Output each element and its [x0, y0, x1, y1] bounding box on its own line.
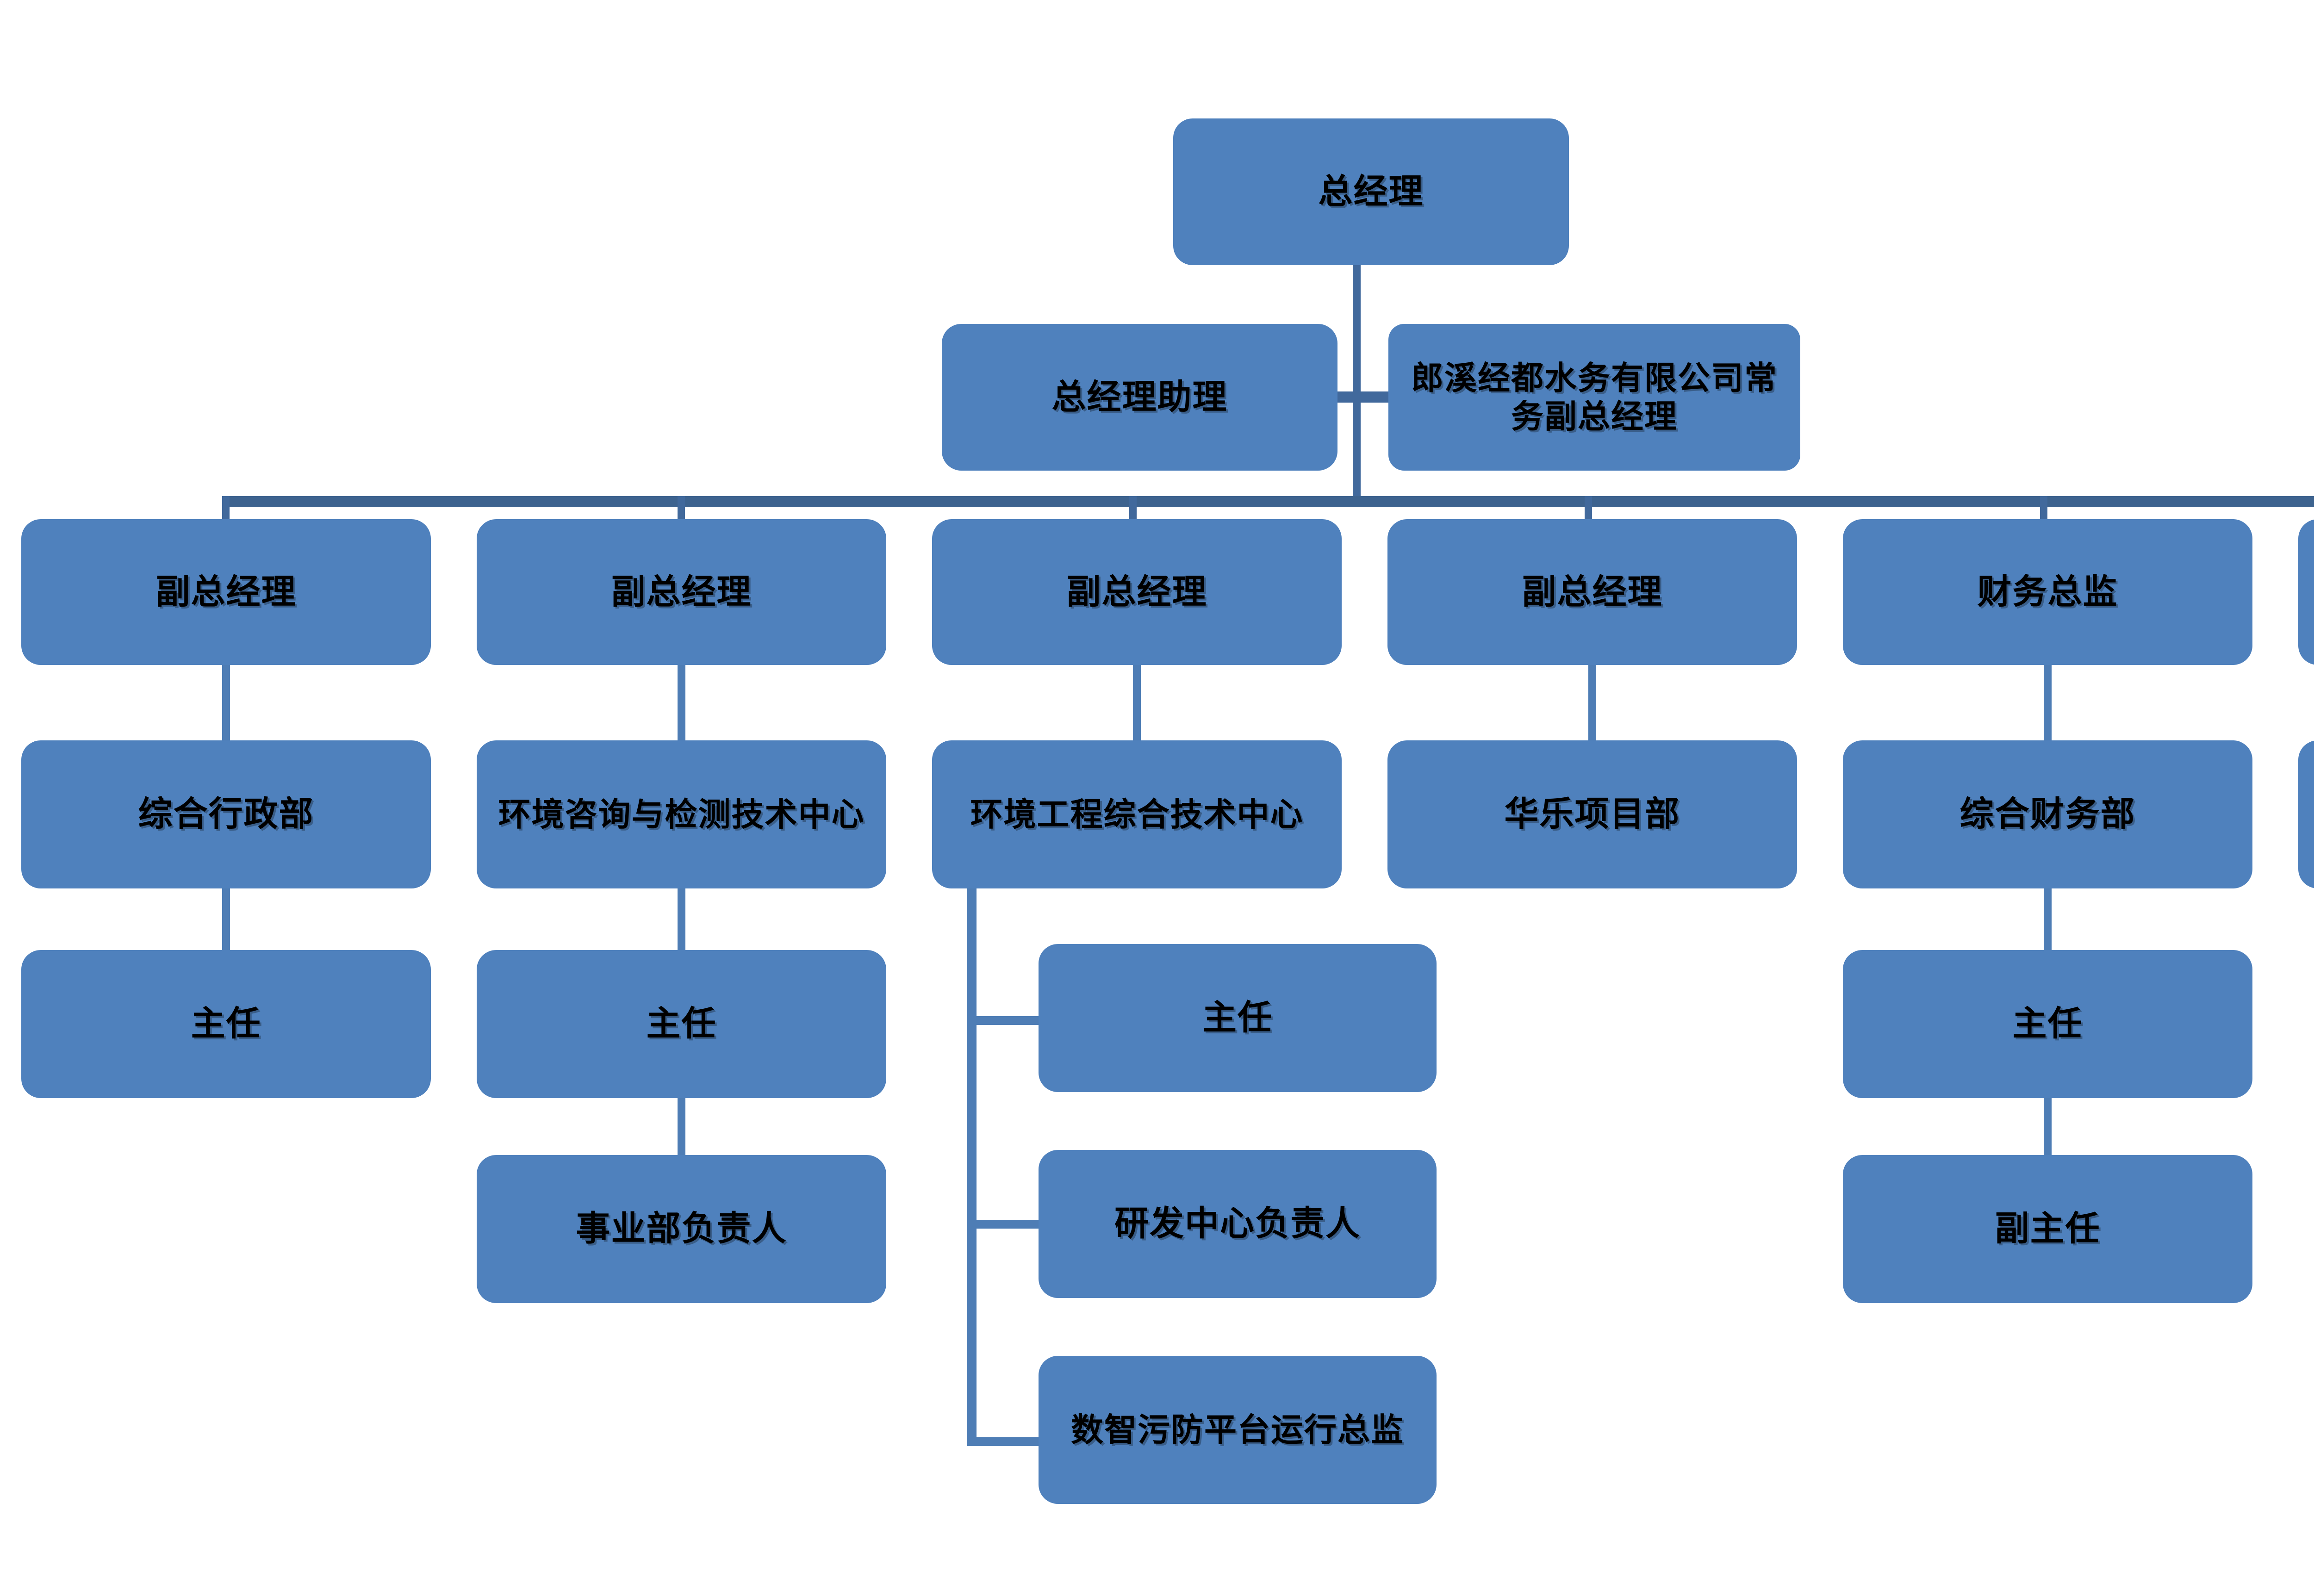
node-general-manager-label: 总经理: [1318, 171, 1424, 211]
node-department-env-engineering[interactable]: 环境工程综合技术中心: [932, 740, 1342, 888]
node-department-finance[interactable]: 综合财务部: [1843, 740, 2252, 888]
connector-col3-stub-2: [967, 1220, 1039, 1229]
node-col3-platform-director-label: 数智污防平台运行总监: [1071, 1410, 1404, 1449]
connector-dept2-director: [678, 888, 685, 950]
connector-col2-director-division: [678, 1098, 685, 1155]
drop-to-exec-2: [678, 496, 685, 520]
drop-to-exec-1: [222, 496, 230, 520]
node-executive-4[interactable]: 副总经理: [1387, 519, 1797, 665]
connector-gm-trunk: [1353, 265, 1361, 503]
connector-dept1-director: [222, 888, 230, 950]
node-executive-1[interactable]: 副总经理: [21, 519, 431, 665]
node-department-huale-project[interactable]: 华乐项目部: [1387, 740, 1797, 888]
node-department-admin-label: 综合行政部: [138, 794, 314, 834]
node-department-production-safety[interactable]: 生产安全总监: [2298, 740, 2314, 888]
node-col3-director[interactable]: 主任: [1039, 944, 1437, 1092]
node-department-admin[interactable]: 综合行政部: [21, 740, 431, 888]
node-executive-4-label: 副总经理: [1522, 571, 1663, 612]
node-col3-rnd-head[interactable]: 研发中心负责人: [1039, 1150, 1437, 1298]
node-col2-director-label: 主任: [646, 1004, 717, 1044]
node-col2-division-head-label: 事业部负责人: [576, 1209, 787, 1249]
node-department-huale-project-label: 华乐项目部: [1504, 794, 1680, 834]
drop-to-exec-4: [1585, 496, 1592, 520]
drop-to-exec-3: [1129, 496, 1137, 520]
node-col1-director-label: 主任: [191, 1004, 261, 1044]
connector-assistant-stub: [1337, 391, 1391, 403]
drop-to-exec-5: [2040, 496, 2047, 520]
node-col3-director-label: 主任: [1202, 998, 1273, 1038]
node-col2-director[interactable]: 主任: [477, 950, 886, 1098]
node-deputy-gm-langxi-label: 郎溪经都水务有限公司常务副总经理: [1411, 358, 1778, 435]
node-col5-director-label: 主任: [2012, 1004, 2083, 1044]
node-executive-3[interactable]: 副总经理: [932, 519, 1342, 665]
node-col5-deputy-director[interactable]: 副主任: [1843, 1155, 2252, 1303]
node-department-env-engineering-label: 环境工程综合技术中心: [970, 795, 1304, 833]
node-executive-2[interactable]: 副总经理: [477, 519, 886, 665]
node-department-finance-label: 综合财务部: [1959, 794, 2136, 834]
node-col3-platform-director[interactable]: 数智污防平台运行总监: [1039, 1356, 1437, 1504]
node-executive-2-label: 副总经理: [611, 571, 752, 612]
node-finance-director[interactable]: 财务总监: [1843, 519, 2252, 665]
connector-exec4-dept4: [1588, 665, 1596, 740]
connector-exec5-dept5: [2044, 665, 2052, 740]
node-col5-director[interactable]: 主任: [1843, 950, 2252, 1098]
node-finance-director-label: 财务总监: [1977, 571, 2118, 612]
node-safety-director[interactable]: 安全总监: [2298, 519, 2314, 665]
node-col5-deputy-director-label: 副主任: [1995, 1209, 2101, 1249]
distribution-bar: [222, 496, 2314, 507]
node-safety-director-label: 安全总监: [2306, 572, 2314, 612]
connector-exec3-dept3: [1133, 665, 1141, 740]
node-department-env-consulting-label: 环境咨询与检测技术中心: [498, 795, 865, 833]
connector-exec1-dept1: [222, 665, 230, 740]
connector-col3-stub-3: [967, 1437, 1039, 1446]
node-department-production-safety-label: 生产安全总监: [2306, 794, 2314, 834]
connector-col3-stub-1: [967, 1016, 1039, 1025]
connector-exec2-dept2: [678, 665, 685, 740]
connector-col5-director-deputy: [2044, 1098, 2052, 1155]
node-col2-division-head[interactable]: 事业部负责人: [477, 1155, 886, 1303]
node-executive-1-label: 副总经理: [156, 571, 297, 612]
node-gm-assistant-label: 总经理助理: [1051, 377, 1228, 417]
node-col3-rnd-head-label: 研发中心负责人: [1114, 1204, 1361, 1244]
connector-dept5-director: [2044, 888, 2052, 950]
node-general-manager[interactable]: 总经理: [1173, 118, 1569, 265]
node-col1-director[interactable]: 主任: [21, 950, 431, 1098]
node-deputy-gm-langxi[interactable]: 郎溪经都水务有限公司常务副总经理: [1388, 324, 1800, 471]
connector-col3-trunk: [967, 888, 977, 1446]
node-executive-3-label: 副总经理: [1066, 571, 1207, 612]
node-gm-assistant[interactable]: 总经理助理: [942, 324, 1337, 471]
node-department-env-consulting[interactable]: 环境咨询与检测技术中心: [477, 740, 886, 888]
